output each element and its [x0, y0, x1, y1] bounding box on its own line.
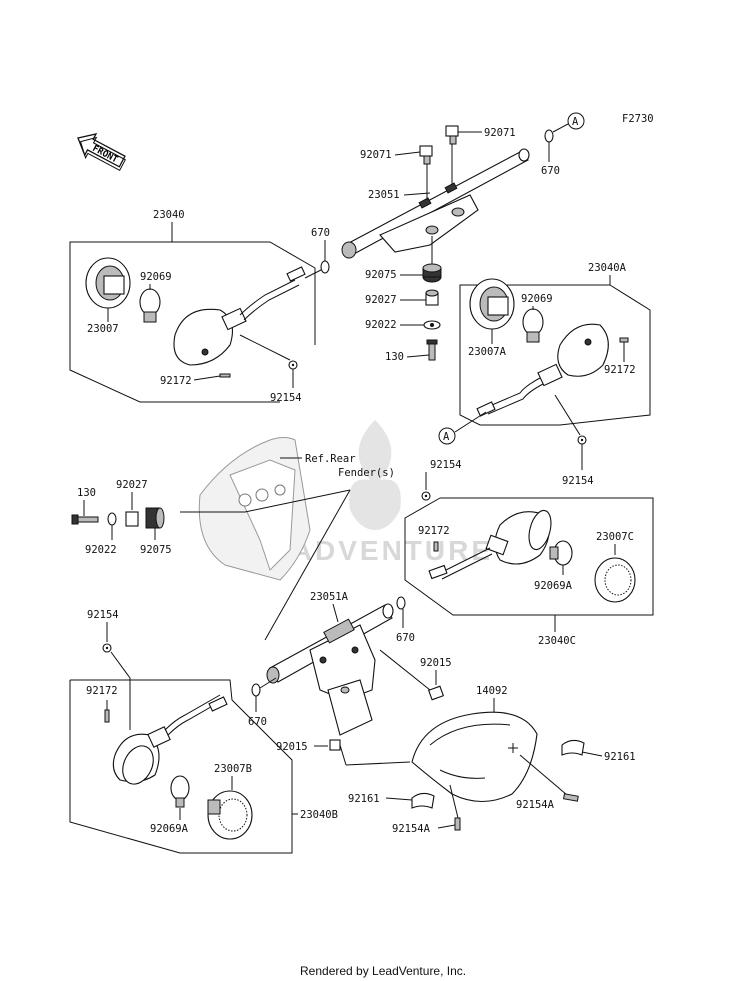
label-92075-left: 92075 [140, 544, 172, 556]
label-92015-right: 92015 [420, 657, 452, 669]
bracket-92161-left [411, 792, 435, 809]
grommet-92075-left [145, 507, 165, 529]
bracket-23051A [266, 603, 394, 736]
footer-credit: Rendered by LeadVenture, Inc. [300, 964, 466, 978]
signal-shell-right [476, 323, 609, 417]
screw-92172-mid [433, 541, 439, 552]
collar-92027-left [125, 511, 139, 527]
bulb-92069-right [522, 308, 544, 343]
front-arrow-icon: FRONT [77, 133, 126, 172]
label-23007B: 23007B [214, 763, 252, 775]
label-23051A: 23051A [310, 591, 349, 603]
label-23040B: 23040B [300, 809, 338, 821]
signal-shell-mid [428, 509, 552, 580]
label-23007A: 23007A [468, 346, 507, 358]
label-92172-right: 92172 [604, 364, 636, 376]
label-670-top-left: 670 [311, 227, 330, 239]
ref-note-line2: Fender(s) [338, 467, 395, 479]
clip-92071-left [419, 145, 433, 165]
bolt-130-left [71, 514, 99, 525]
screw-92172-right [619, 337, 629, 343]
lens-23007B [207, 790, 253, 840]
label-92022-center: 92022 [365, 319, 397, 331]
label-92069A-left: 92069A [150, 823, 189, 835]
lens-housing-23007A [469, 278, 515, 330]
screw-92172-left [219, 373, 231, 378]
label-92022-left: 92022 [85, 544, 117, 556]
label-92075-center: 92075 [365, 269, 397, 281]
bulb-92069-left [139, 288, 161, 323]
oring-670-top-right [544, 129, 554, 143]
ref-note-line1: Ref.Rear [305, 453, 356, 465]
label-23040C: 23040C [538, 635, 576, 647]
oring-670-mid [396, 596, 406, 610]
label-14092: 14092 [476, 685, 508, 697]
label-92154-mid: 92154 [430, 459, 462, 471]
signal-shell-left [173, 266, 306, 366]
label-92069A-right: 92069A [534, 580, 573, 592]
label-92071-right: 92071 [484, 127, 516, 139]
label-23040A: 23040A [588, 262, 627, 274]
label-130-left: 130 [77, 487, 96, 499]
screw-92154-lower [102, 643, 112, 653]
label-92172-left: 92172 [160, 375, 192, 387]
label-92172-lower: 92172 [86, 685, 118, 697]
clip-92071-right [445, 125, 459, 145]
rear-fender-reference [198, 437, 311, 581]
ref-a-mid-letter: A [443, 431, 450, 443]
label-670-mid: 670 [396, 632, 415, 644]
label-92027-left: 92027 [116, 479, 148, 491]
ref-a-top [567, 112, 585, 130]
label-92154-right: 92154 [562, 475, 594, 487]
label-92154-lower: 92154 [87, 609, 119, 621]
bulb-92069A-right [549, 540, 573, 566]
oring-670-lower [251, 683, 261, 697]
signal-shell-lower [112, 694, 228, 785]
label-92071-left: 92071 [360, 149, 392, 161]
bar-23051 [341, 148, 530, 259]
label-92154A-left: 92154A [392, 823, 431, 835]
label-23007: 23007 [87, 323, 119, 335]
oring-670-top-left [320, 260, 330, 274]
lens-23007C [594, 557, 636, 603]
label-92015-left: 92015 [276, 741, 308, 753]
lens-housing-23007 [85, 257, 131, 309]
label-23007C: 23007C [596, 531, 634, 543]
screw-92172-lower [104, 709, 110, 723]
clip-92015-left [329, 739, 341, 751]
cover-14092 [411, 711, 538, 802]
bracket-92161-right [561, 739, 585, 756]
screw-92154A-left [454, 817, 461, 831]
clip-92015-right [427, 685, 445, 701]
label-92154-left: 92154 [270, 392, 302, 404]
label-23051: 23051 [368, 189, 400, 201]
label-92172-mid: 92172 [418, 525, 450, 537]
label-23040: 23040 [153, 209, 185, 221]
grommet-92075-center [422, 263, 442, 283]
screw-92154-mid [421, 491, 431, 501]
screw-92154A-right [563, 793, 579, 802]
label-130-center: 130 [385, 351, 404, 363]
bolt-130-center [426, 339, 438, 361]
label-670-top-right: 670 [541, 165, 560, 177]
screw-92154-left [288, 360, 298, 370]
figure-code: F2730 [622, 113, 654, 125]
label-670-lower: 670 [248, 716, 267, 728]
collar-92027-center [425, 289, 439, 306]
label-92069-right: 92069 [521, 293, 553, 305]
screw-92154-right [577, 435, 587, 445]
washer-92022-left [107, 512, 117, 526]
label-92154A-right: 92154A [516, 799, 555, 811]
bulb-92069A-left [170, 775, 190, 808]
label-92161-left: 92161 [348, 793, 380, 805]
ref-a-mid [438, 427, 456, 445]
label-92027-center: 92027 [365, 294, 397, 306]
label-92069-left: 92069 [140, 271, 172, 283]
ref-a-top-letter: A [572, 116, 579, 128]
label-92161-right: 92161 [604, 751, 636, 763]
